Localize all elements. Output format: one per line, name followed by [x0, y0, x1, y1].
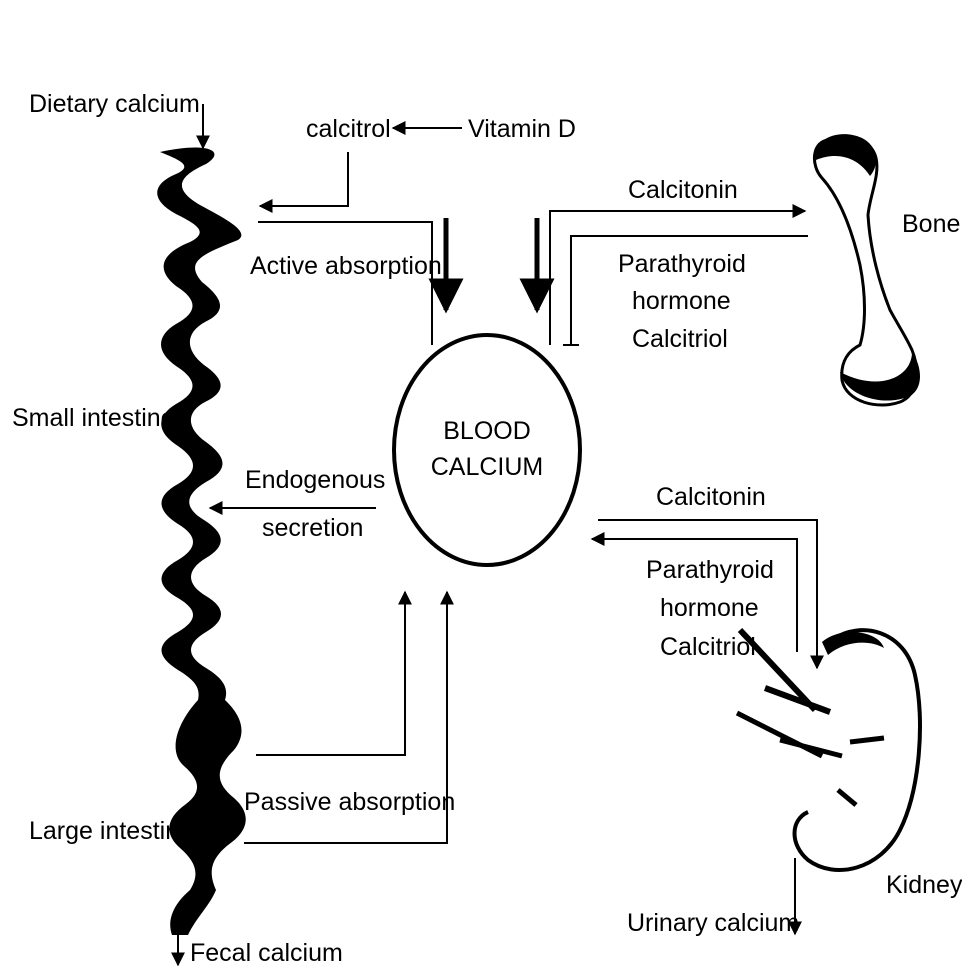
blood-label: BLOOD — [443, 417, 531, 445]
kidney-inner-2 — [838, 790, 856, 805]
large-intestine-label: Large intestine — [29, 817, 193, 845]
bone-calcitonin-label: Calcitonin — [628, 176, 738, 204]
vitamin-d-label: Vitamin D — [468, 115, 576, 143]
fecal-calcium-label: Fecal calcium — [190, 939, 343, 967]
kidney-drawing — [737, 630, 920, 870]
kidney-vessel-4 — [780, 740, 842, 756]
kidney-parathyroid-label: Parathyroid — [646, 556, 774, 584]
bone-label: Bone — [902, 210, 960, 238]
bone-top-knob — [816, 134, 876, 176]
passive-absorption-label: Passive absorption — [244, 788, 455, 816]
endogenous-label: Endogenous — [245, 466, 385, 494]
active-absorption-label: Active absorption — [250, 252, 442, 280]
small-intestine-label: Small intestine — [12, 404, 175, 432]
bone-hormone-label: hormone — [632, 287, 731, 315]
bone-drawing — [814, 134, 920, 405]
calcium-label: CALCIUM — [431, 453, 544, 481]
bone-outline — [814, 137, 916, 405]
secretion-label: secretion — [262, 514, 363, 542]
urinary-calcium-label: Urinary calcium — [627, 909, 799, 937]
calcitrol-to-intestine-arrow — [260, 152, 348, 206]
kidney-hormone-label: hormone — [660, 594, 759, 622]
kidney-calcitonin-label: Calcitonin — [656, 483, 766, 511]
blood-calcium-circle — [394, 335, 580, 565]
active-absorption-line — [258, 222, 432, 345]
kidney-inner-1 — [850, 738, 884, 742]
kidney-label: Kidney — [886, 871, 962, 899]
bone-calcitriol-label: Calcitriol — [632, 325, 728, 353]
bone-bottom-knob — [840, 352, 920, 401]
dietary-calcium-label: Dietary calcium — [29, 90, 200, 118]
calcitrol-label: calcitrol — [306, 115, 391, 143]
kidney-calcitriol-label: Calcitriol — [660, 633, 756, 661]
passive-absorption-arrow-1 — [256, 592, 405, 755]
kidney-hilum-top — [822, 632, 884, 655]
bone-parathyroid-label: Parathyroid — [618, 250, 746, 278]
